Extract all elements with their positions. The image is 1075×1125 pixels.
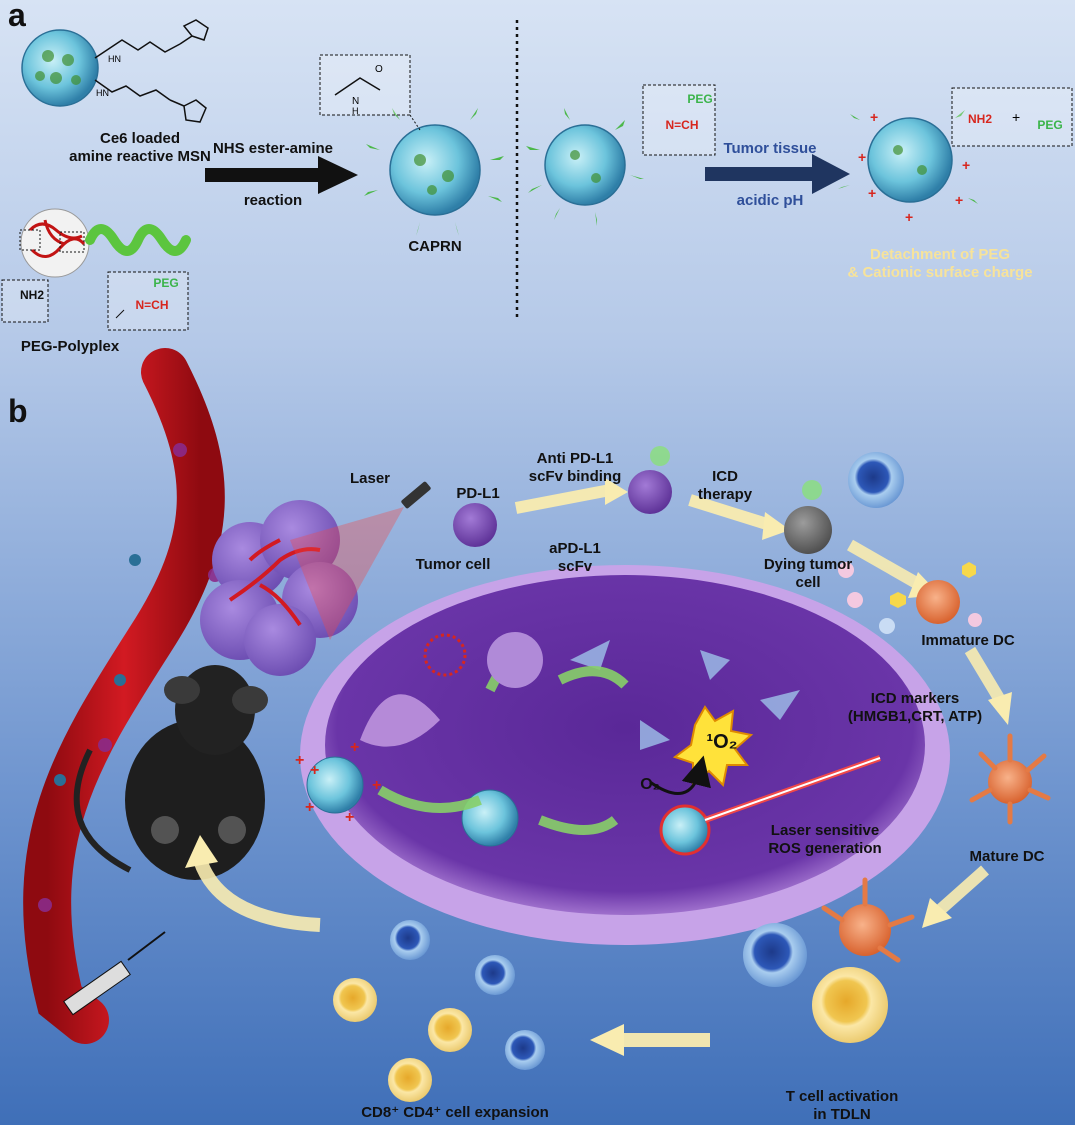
apdl1-label: aPD-L1 scFv: [549, 540, 601, 575]
svg-text:+: +: [955, 192, 963, 208]
svg-text:+: +: [962, 157, 970, 173]
arrow2-bottom-label: acidic pH: [736, 192, 804, 209]
mouse: [73, 665, 268, 880]
free-amine-label: NH2: [967, 112, 992, 126]
panel-a-letter: a: [8, 0, 26, 33]
mature-dc-label: Mature DC: [969, 848, 1045, 865]
released-polyplex: [423, 633, 467, 677]
cationic-particle: + + + + + +: [838, 109, 978, 225]
t-cell-top: [848, 452, 904, 508]
caprn-entering: + + + + + +: [295, 739, 381, 826]
svg-text:+: +: [870, 109, 878, 125]
arrow1-bottom-label: reaction: [243, 192, 303, 209]
msn-nanoparticle: [21, 29, 99, 107]
tumor-cell-membrane: [300, 565, 950, 945]
svg-text:+: +: [372, 777, 381, 794]
dying-tumor-cell: [784, 506, 832, 554]
aldehyde-peg-label: PEG: [1037, 118, 1063, 132]
acidic-ph-arrow: [705, 154, 850, 194]
ros-generation-label: Laser sensitive ROS generation: [768, 822, 882, 857]
laser-label: Laser: [349, 470, 391, 487]
svg-text:+: +: [350, 739, 359, 756]
svg-text:O: O: [375, 64, 383, 75]
svg-text:+: +: [295, 752, 304, 769]
dying-cell-label: Dying tumor cell: [763, 556, 853, 591]
svg-text:+: +: [305, 799, 314, 816]
peg-polyplex: [20, 208, 191, 278]
pdl1-label: PD-L1: [456, 485, 500, 502]
panel-b-letter: b: [8, 393, 28, 429]
panel-b: + + + + + +: [23, 348, 1051, 1102]
detach-label: Detachment of PEG & Cationic surface cha…: [847, 246, 1033, 281]
oxygen-label: O₂: [640, 776, 660, 793]
svg-text:+: +: [1012, 109, 1020, 125]
tumor-cell: [453, 503, 497, 547]
caprn-particle: [364, 108, 504, 236]
immature-dc-label: Immature DC: [921, 632, 1015, 649]
svg-text:+: +: [905, 209, 913, 225]
imine-ch-label: N=CH: [135, 298, 169, 312]
tumor-cell-label: Tumor cell: [415, 556, 491, 573]
singlet-oxygen-label: ¹O₂: [706, 731, 738, 753]
svg-text:+: +: [345, 809, 354, 826]
mature-dc: [969, 733, 1051, 825]
reaction-arrow: [205, 156, 358, 194]
msn-label: Ce6 loaded amine reactive MSN: [69, 130, 211, 165]
t-cell-activation-cluster: [743, 877, 915, 1043]
polyplex-label: PEG-Polyplex: [20, 338, 120, 355]
arrow2-top-label: Tumor tissue: [723, 140, 817, 157]
immature-dc: [916, 580, 960, 624]
imine-peg-label-right: PEG: [687, 92, 713, 106]
icd-markers-label: ICD markers (HMGB1,CRT, ATP): [847, 690, 983, 725]
svg-text:HN: HN: [108, 54, 121, 64]
panel-a: HN HN N H O: [1, 19, 1073, 331]
scfv-bound-cell: [628, 470, 672, 514]
icd-therapy-label: ICD therapy: [697, 468, 753, 503]
caprn-before-particle: [526, 108, 644, 226]
nhs-ester-structure: [94, 19, 209, 123]
caprn-label: CAPRN: [408, 238, 462, 255]
endosome: [487, 632, 543, 688]
amine-zoom-box: [1, 279, 49, 323]
scfv-binding-label: Anti PD-L1 scFv binding: [528, 450, 622, 485]
svg-text:H: H: [352, 106, 359, 116]
svg-text:+: +: [868, 185, 876, 201]
imine-ch-label-right: N=CH: [665, 118, 699, 132]
amine-group-label: NH2: [19, 288, 44, 302]
expanded-t-cells: [333, 920, 545, 1102]
imine-peg-label: PEG: [153, 276, 179, 290]
svg-text:HN: HN: [96, 88, 109, 98]
imine-zoom-box: [107, 271, 189, 331]
icd-marker-particles: [838, 562, 982, 634]
syringe: [63, 931, 166, 1016]
svg-text:+: +: [858, 149, 866, 165]
svg-text:+: +: [310, 762, 319, 779]
tumor-mass: [200, 500, 358, 676]
caprn-activated: [659, 804, 711, 856]
arrow1-top-label: NHS ester-amine: [212, 140, 334, 157]
blood-vessel: [23, 348, 225, 1044]
svg-text:N: N: [352, 96, 359, 107]
cell-expansion-label: CD8⁺ CD4⁺ cell expansion: [361, 1104, 549, 1121]
laser-device: [290, 481, 431, 640]
t-cell-activation-label: T cell activation in TDLN: [785, 1088, 899, 1123]
